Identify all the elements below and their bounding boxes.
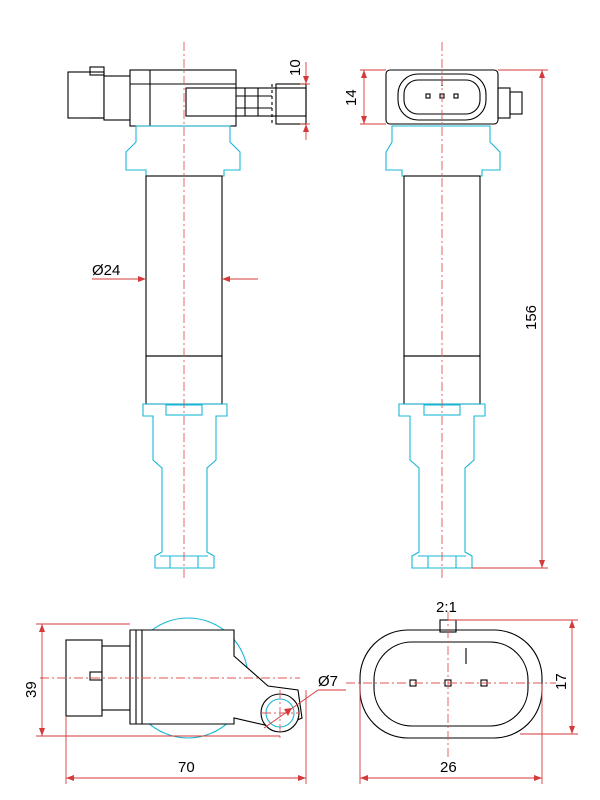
dimension-connector-height: 14 (343, 69, 386, 125)
dimension-top-connector-length: 10 (287, 59, 310, 140)
dim-label-diameter-7: Ø7 (318, 673, 338, 690)
dimension-bottom-width-70: 70 (65, 690, 307, 784)
top-view-bottom-left (40, 617, 303, 740)
dim-label-156: 156 (523, 305, 540, 330)
dim-label-70: 70 (178, 759, 195, 776)
dim-label-14: 14 (343, 89, 360, 106)
dim-label-39: 39 (23, 681, 40, 698)
connector-detail-view (346, 612, 556, 760)
dimension-overall-length: 156 (472, 69, 548, 569)
dim-label-10: 10 (287, 59, 304, 76)
dim-label-diameter-24: Ø24 (92, 262, 120, 279)
detail-scale-label: 2:1 (436, 599, 457, 616)
dimension-bottom-height-39: 39 (23, 623, 280, 737)
dimension-mount-hole: Ø7 (263, 673, 346, 729)
dimension-connector-depth: 17 (448, 619, 578, 735)
dimension-body-diameter: Ø24 (92, 262, 258, 282)
side-view-left (67, 42, 307, 580)
dim-label-17: 17 (553, 673, 570, 690)
front-view-right (385, 42, 523, 580)
dimension-connector-width: 26 (359, 684, 543, 784)
dim-label-26: 26 (440, 759, 457, 776)
